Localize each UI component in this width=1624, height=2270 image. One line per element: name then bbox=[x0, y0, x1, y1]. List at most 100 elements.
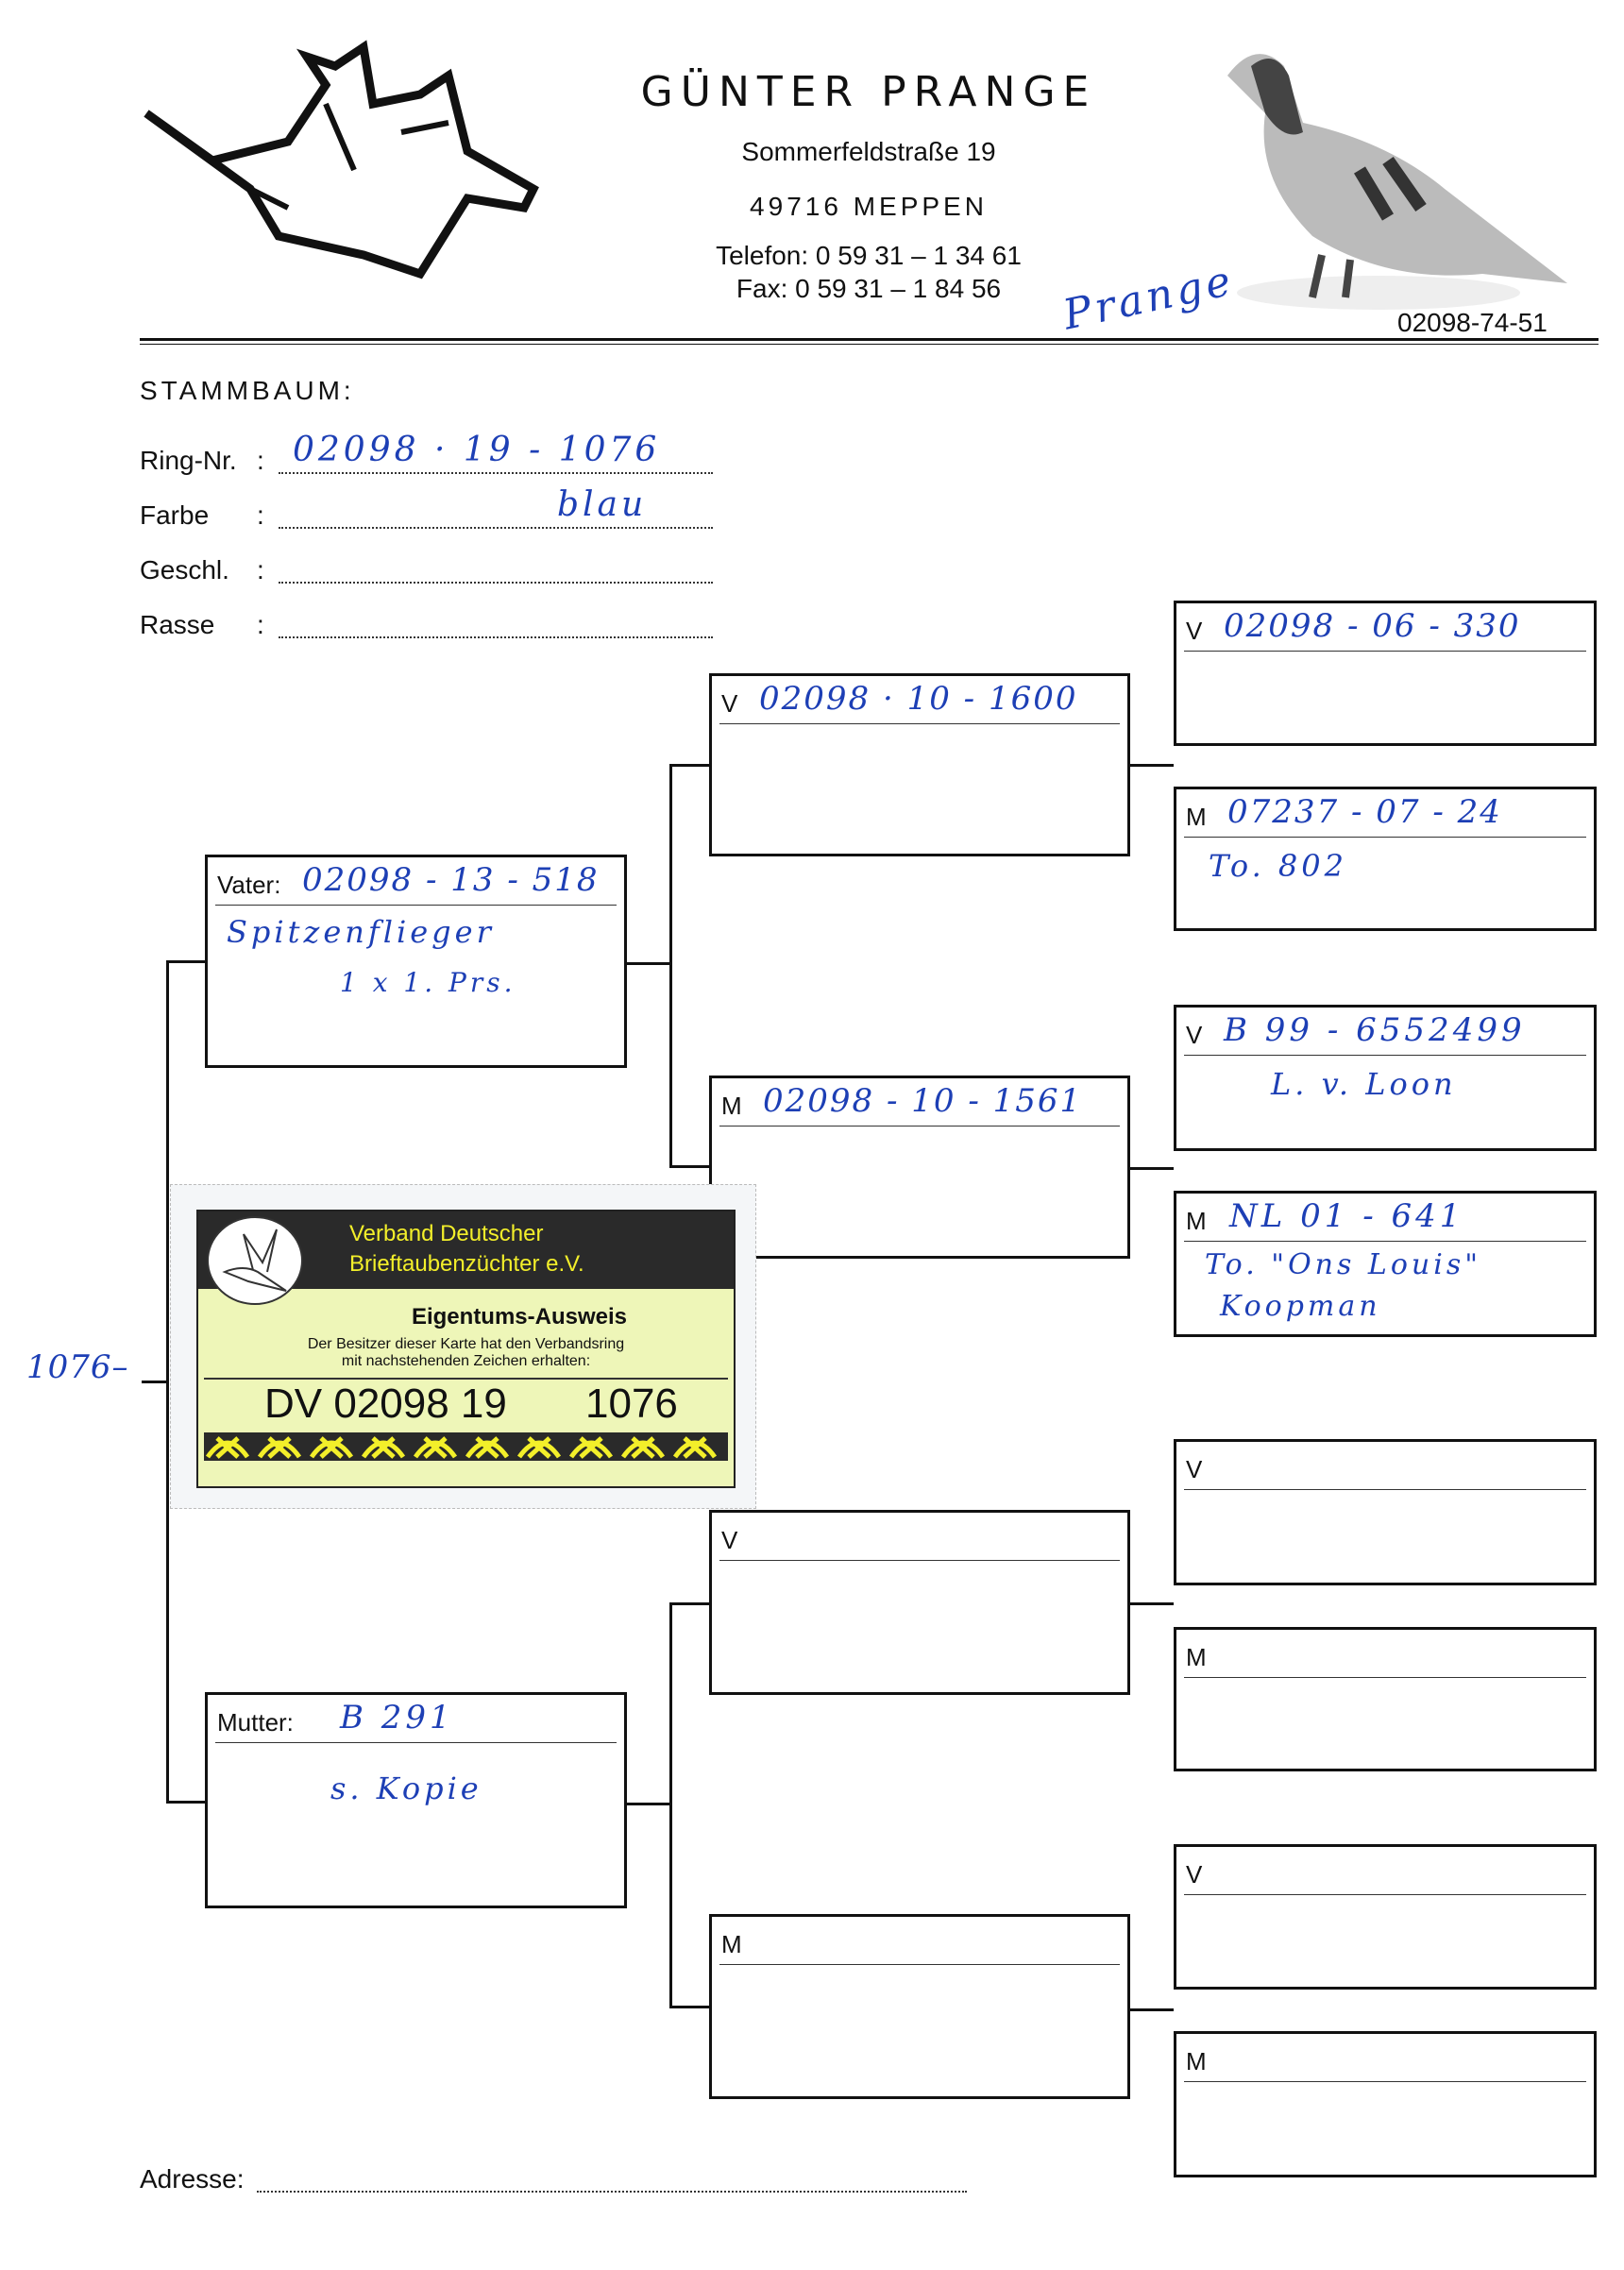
dotted-line[interactable] bbox=[279, 636, 713, 638]
father-note: Spitzenflieger bbox=[227, 914, 495, 950]
underline bbox=[215, 905, 617, 906]
connector bbox=[142, 1381, 168, 1383]
underline bbox=[719, 1560, 1120, 1561]
underline bbox=[1184, 837, 1586, 838]
street: Sommerfeldstraße 19 bbox=[741, 137, 996, 166]
dove-logo bbox=[144, 40, 539, 280]
great-grandparent-box[interactable]: V B 99 - 6552499 L. v. Loon bbox=[1174, 1005, 1597, 1151]
mother-box[interactable]: Mutter: B 291 s. Kopie bbox=[205, 1692, 627, 1908]
dove-emblem-icon bbox=[207, 1216, 303, 1305]
gender-label: V bbox=[1186, 1860, 1203, 1889]
grandparent-box[interactable]: V 02098 · 10 - 1600 bbox=[709, 673, 1130, 856]
org-line: Verband Deutscher bbox=[349, 1221, 544, 1246]
note: To. 802 bbox=[1209, 848, 1347, 884]
gender-label: M bbox=[1186, 2047, 1207, 2075]
org-line: Brieftaubenzüchter e.V. bbox=[349, 1251, 584, 1277]
gender-label: V bbox=[1186, 1021, 1203, 1049]
phone: Telefon: 0 59 31 – 1 34 61 bbox=[716, 241, 1022, 270]
connector bbox=[1130, 764, 1174, 767]
connector bbox=[669, 1602, 709, 1605]
field-value[interactable]: 02098 · 19 - 1076 bbox=[293, 431, 661, 469]
note: Koopman bbox=[1220, 1290, 1381, 1323]
connector bbox=[166, 1801, 205, 1804]
field-label: Farbe bbox=[140, 500, 210, 530]
card-divider bbox=[204, 1378, 728, 1380]
connector bbox=[669, 1165, 709, 1168]
dotted-line[interactable] bbox=[279, 582, 713, 584]
gender-label: V bbox=[721, 689, 738, 718]
underline bbox=[1184, 1894, 1586, 1895]
gender-label: V bbox=[1186, 1455, 1203, 1483]
ownership-card: Verband Deutscher Brieftaubenzüchter e.V… bbox=[170, 1184, 756, 1509]
father-box[interactable]: Vater: 02098 - 13 - 518 Spitzenflieger 1… bbox=[205, 855, 627, 1068]
underline bbox=[215, 1742, 617, 1743]
field-value[interactable]: blau bbox=[557, 485, 648, 524]
great-grandparent-box[interactable]: M bbox=[1174, 1627, 1597, 1771]
field-label: Geschl. bbox=[140, 555, 229, 584]
underline bbox=[719, 1964, 1120, 1965]
underline bbox=[1184, 1055, 1586, 1056]
connector bbox=[669, 2006, 709, 2008]
colon: : bbox=[257, 446, 264, 475]
pigeon-photo bbox=[1227, 54, 1567, 310]
ring-number: 02098 - 06 - 330 bbox=[1224, 607, 1521, 645]
colon: : bbox=[257, 500, 264, 530]
grandparent-box[interactable]: M 02098 - 10 - 1561 bbox=[709, 1076, 1130, 1259]
connector bbox=[1130, 1167, 1174, 1170]
header-rule bbox=[140, 338, 1599, 341]
connector bbox=[669, 1602, 672, 2008]
city: 49716 MEPPEN bbox=[750, 192, 988, 221]
stammbaum-heading: STAMMBAUM: bbox=[140, 376, 355, 405]
gender-label: M bbox=[721, 1930, 742, 1958]
great-grandparent-box[interactable]: V bbox=[1174, 1844, 1597, 1990]
card-inner: Verband Deutscher Brieftaubenzüchter e.V… bbox=[196, 1210, 736, 1488]
card-text-line: mit nachstehenden Zeichen erhalten: bbox=[341, 1353, 591, 1369]
connector bbox=[166, 960, 205, 963]
colon: : bbox=[257, 555, 264, 584]
ring-number: B 99 - 6552499 bbox=[1224, 1011, 1526, 1049]
underline bbox=[1184, 651, 1586, 652]
gender-label: M bbox=[1186, 1643, 1207, 1671]
dotted-line bbox=[279, 472, 713, 474]
mother-note: s. Kopie bbox=[330, 1770, 482, 1806]
connector bbox=[627, 962, 669, 965]
great-grandparent-box[interactable]: V 02098 - 06 - 330 bbox=[1174, 601, 1597, 746]
connector bbox=[669, 764, 709, 767]
great-grandparent-box[interactable]: M bbox=[1174, 2031, 1597, 2177]
card-title: Eigentums-Ausweis bbox=[411, 1304, 628, 1330]
great-grandparent-box[interactable]: M NL 01 - 641 To. "Ons Louis" Koopman bbox=[1174, 1191, 1597, 1337]
gender-label: V bbox=[721, 1526, 738, 1554]
address-line[interactable] bbox=[257, 2191, 967, 2193]
great-grandparent-box[interactable]: M 07237 - 07 - 24 To. 802 bbox=[1174, 787, 1597, 931]
card-pattern-band bbox=[204, 1432, 728, 1461]
ring-reference: 02098-74-51 bbox=[1397, 308, 1548, 337]
field-label: Ring-Nr. bbox=[140, 446, 237, 475]
mother-label: Mutter: bbox=[217, 1708, 294, 1736]
fax: Fax: 0 59 31 – 1 84 56 bbox=[736, 274, 1002, 303]
header-rule-thin bbox=[140, 344, 1599, 345]
address-label: Adresse: bbox=[140, 2164, 245, 2194]
father-note: 1 x 1. Prs. bbox=[340, 967, 516, 998]
field-label: Rasse bbox=[140, 610, 215, 639]
underline bbox=[1184, 1489, 1586, 1490]
note: L. v. Loon bbox=[1271, 1066, 1457, 1102]
grandparent-box[interactable]: V bbox=[709, 1510, 1130, 1695]
breeder-name: GÜNTER PRANGE bbox=[640, 68, 1097, 116]
great-grandparent-box[interactable]: V bbox=[1174, 1439, 1597, 1585]
side-note: 1076– bbox=[26, 1348, 129, 1386]
colon: : bbox=[257, 610, 264, 639]
card-ring: DV 02098 19 bbox=[264, 1381, 507, 1427]
underline bbox=[719, 1126, 1120, 1127]
connector bbox=[1130, 1602, 1174, 1605]
grandparent-box[interactable]: M bbox=[709, 1914, 1130, 2099]
father-ring: 02098 - 13 - 518 bbox=[302, 861, 600, 899]
underline bbox=[1184, 2081, 1586, 2082]
connector bbox=[1130, 2008, 1174, 2011]
ring-number: 02098 - 10 - 1561 bbox=[763, 1082, 1083, 1120]
gender-label: V bbox=[1186, 617, 1203, 645]
ring-number: 07237 - 07 - 24 bbox=[1227, 793, 1502, 831]
mother-ring: B 291 bbox=[340, 1699, 454, 1736]
note: To. "Ons Louis" bbox=[1205, 1248, 1482, 1281]
gender-label: M bbox=[1186, 1207, 1207, 1235]
underline bbox=[719, 723, 1120, 724]
